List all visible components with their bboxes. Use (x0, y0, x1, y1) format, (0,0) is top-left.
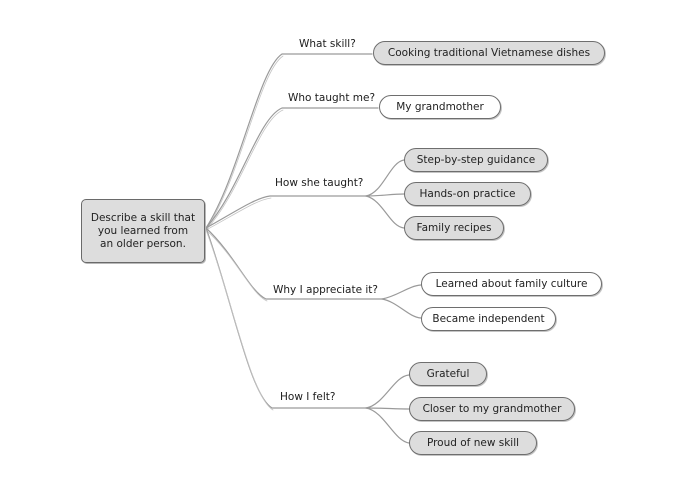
central-topic-node: Describe a skill that you learned from a… (81, 199, 205, 263)
branch-label-how-felt: How I felt? (280, 391, 336, 403)
connector-why-to-independent (381, 298, 422, 319)
leaf-my-grandmother: My grandmother (379, 95, 501, 119)
branch-label-why-appreciate: Why I appreciate it? (273, 284, 378, 296)
leaf-step-by-step-guidance: Step-by-step guidance (404, 148, 548, 172)
branch-label-who-taught: Who taught me? (288, 92, 376, 104)
leaf-became-independent: Became independent (421, 307, 556, 331)
connector-why-to-family-culture (381, 284, 422, 300)
leaf-closer-to-grandmother: Closer to my grandmother (409, 397, 575, 421)
connector-how-taught-to-hands-on (365, 193, 405, 197)
branch-label-how-taught: How she taught? (275, 177, 364, 189)
leaf-family-culture: Learned about family culture (421, 272, 602, 296)
connector-central-to-why-appreciate (205, 227, 383, 300)
leaf-grateful: Grateful (409, 362, 487, 386)
leaf-cooking-vietnamese-dishes: Cooking traditional Vietnamese dishes (373, 41, 605, 65)
connector-central-to-how-taught (205, 195, 367, 229)
branch-label-what-skill: What skill? (299, 38, 356, 50)
connector-felt-to-grateful (365, 374, 410, 409)
leaf-family-recipes: Family recipes (404, 216, 504, 240)
connector-central-to-what-skill (205, 53, 373, 229)
leaf-proud-of-new-skill: Proud of new skill (409, 431, 537, 455)
connector-felt-to-closer (365, 407, 410, 410)
connector-how-taught-to-step-by-step (365, 159, 405, 197)
connector-how-taught-to-family-recipes (365, 195, 405, 229)
leaf-hands-on-practice: Hands-on practice (404, 182, 531, 206)
connector-felt-to-proud (365, 407, 410, 444)
connector-central-to-who-taught (205, 107, 379, 229)
